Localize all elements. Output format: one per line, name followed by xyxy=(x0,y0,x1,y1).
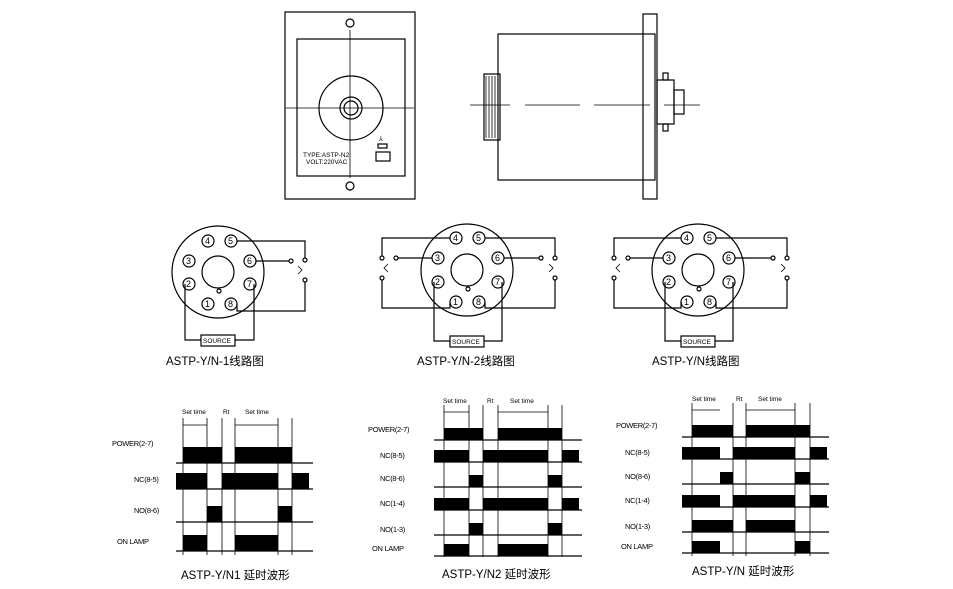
signal-label: ON LAMP xyxy=(372,544,404,553)
signal-label: POWER(2-7) xyxy=(112,439,154,448)
pin-5: 5 xyxy=(707,233,712,243)
set-time-label: Set time xyxy=(245,409,269,416)
set-time-label: Set time xyxy=(692,396,716,403)
pin-3: 3 xyxy=(186,256,191,266)
set-time-label: Set time xyxy=(510,398,534,405)
pin-8: 8 xyxy=(228,299,233,309)
source-label: SOURCE xyxy=(452,339,480,346)
pin-3: 3 xyxy=(435,253,440,263)
pin-1: 1 xyxy=(684,297,689,307)
pin-ring: 4 5 3 6 2 7 1 8 xyxy=(662,231,736,309)
pin-3: 3 xyxy=(666,253,671,263)
pin-6: 6 xyxy=(726,253,731,263)
pin-4: 4 xyxy=(453,233,458,243)
wiring-caption: ASTP-Y/N-2线路图 xyxy=(417,354,515,368)
pin-7: 7 xyxy=(247,279,252,289)
pin-8: 8 xyxy=(707,297,712,307)
timing-caption: ASTP-Y/N 延时波形 xyxy=(692,565,795,578)
pin-4: 4 xyxy=(205,236,210,246)
wiring-diagram-3: 4 5 3 6 2 7 1 8 SOURCE ASTP-Y/N线路图 xyxy=(611,223,790,368)
signal-label: NC(1-4) xyxy=(380,499,405,508)
side-view xyxy=(470,13,700,200)
timing-caption: ASTP-Y/N2 延时波形 xyxy=(442,568,551,581)
set-time-label: Set time xyxy=(758,396,782,403)
pin-2: 2 xyxy=(186,279,191,289)
pin-6: 6 xyxy=(495,253,500,263)
signal-label: NC(8-5) xyxy=(134,475,159,484)
pin-4: 4 xyxy=(684,233,689,243)
timing-caption: ASTP-Y/N1 延时波形 xyxy=(181,569,290,582)
signal-label: ON LAMP xyxy=(117,537,149,546)
signal-label: NC(1-4) xyxy=(625,496,650,505)
pin-1: 1 xyxy=(205,299,210,309)
pin-2: 2 xyxy=(666,277,671,287)
pin-8: 8 xyxy=(476,297,481,307)
pin-2: 2 xyxy=(435,277,440,287)
timing-diagram-1: Set time Rt Set time POWER(2-7) NC(8-5) … xyxy=(112,409,313,582)
source-label: SOURCE xyxy=(203,338,231,345)
knob-knurl xyxy=(485,76,499,138)
rt-label: Rt xyxy=(223,409,230,416)
wiring-caption: ASTP-Y/N线路图 xyxy=(652,354,740,368)
signal-label: NO(1-3) xyxy=(625,522,651,531)
rt-label: Rt xyxy=(736,396,743,403)
pin-6: 6 xyxy=(247,256,252,266)
set-time-label: Set time xyxy=(182,409,206,416)
pin-7: 7 xyxy=(726,277,731,287)
volt-label: VOLT:220VAC xyxy=(306,159,348,166)
pin-ring: 4 5 3 6 2 7 1 8 xyxy=(182,234,257,311)
signal-label: NO(8-6) xyxy=(625,472,651,481)
signal-label: NC(8-5) xyxy=(625,448,650,457)
set-time-label: Set time xyxy=(443,398,467,405)
signal-label: NO(8-6) xyxy=(134,506,160,515)
wiring-diagram-2: 4 5 3 6 2 7 1 8 SOURCE ASTP-Y/N-2线路图 xyxy=(379,223,558,368)
signal-label: ON LAMP xyxy=(621,542,653,551)
front-view: ⅄ TYPE:ASTP-N2 VOLT:220VAC xyxy=(284,11,416,200)
pin-1: 1 xyxy=(453,297,458,307)
pin-5: 5 xyxy=(476,233,481,243)
signal-label: NC(8-6) xyxy=(380,474,405,483)
timing-diagram-3: Set time Rt Set time POWER(2-7) NC(8-5) … xyxy=(616,396,829,578)
type-label: TYPE:ASTP-N2 xyxy=(303,152,350,159)
timing-diagram-2: Set time Rt Set time POWER(2-7) NC(8-5) … xyxy=(368,398,582,581)
svg-text:⅄: ⅄ xyxy=(378,136,383,143)
source-label: SOURCE xyxy=(683,339,711,346)
pin-ring: 4 5 3 6 2 7 1 8 xyxy=(431,231,505,309)
signal-label: POWER(2-7) xyxy=(616,421,658,430)
pin-7: 7 xyxy=(495,277,500,287)
rt-label: Rt xyxy=(487,398,494,405)
wiring-caption: ASTP-Y/N-1线路图 xyxy=(166,354,264,368)
pin-5: 5 xyxy=(228,236,233,246)
signal-label: NO(1-3) xyxy=(380,525,406,534)
signal-label: NC(8-5) xyxy=(380,451,405,460)
wiring-diagram-1: 4 5 3 6 2 7 1 8 SOURCE ASTP-Y/N-1线路图 xyxy=(166,225,308,368)
signal-label: POWER(2-7) xyxy=(368,425,410,434)
